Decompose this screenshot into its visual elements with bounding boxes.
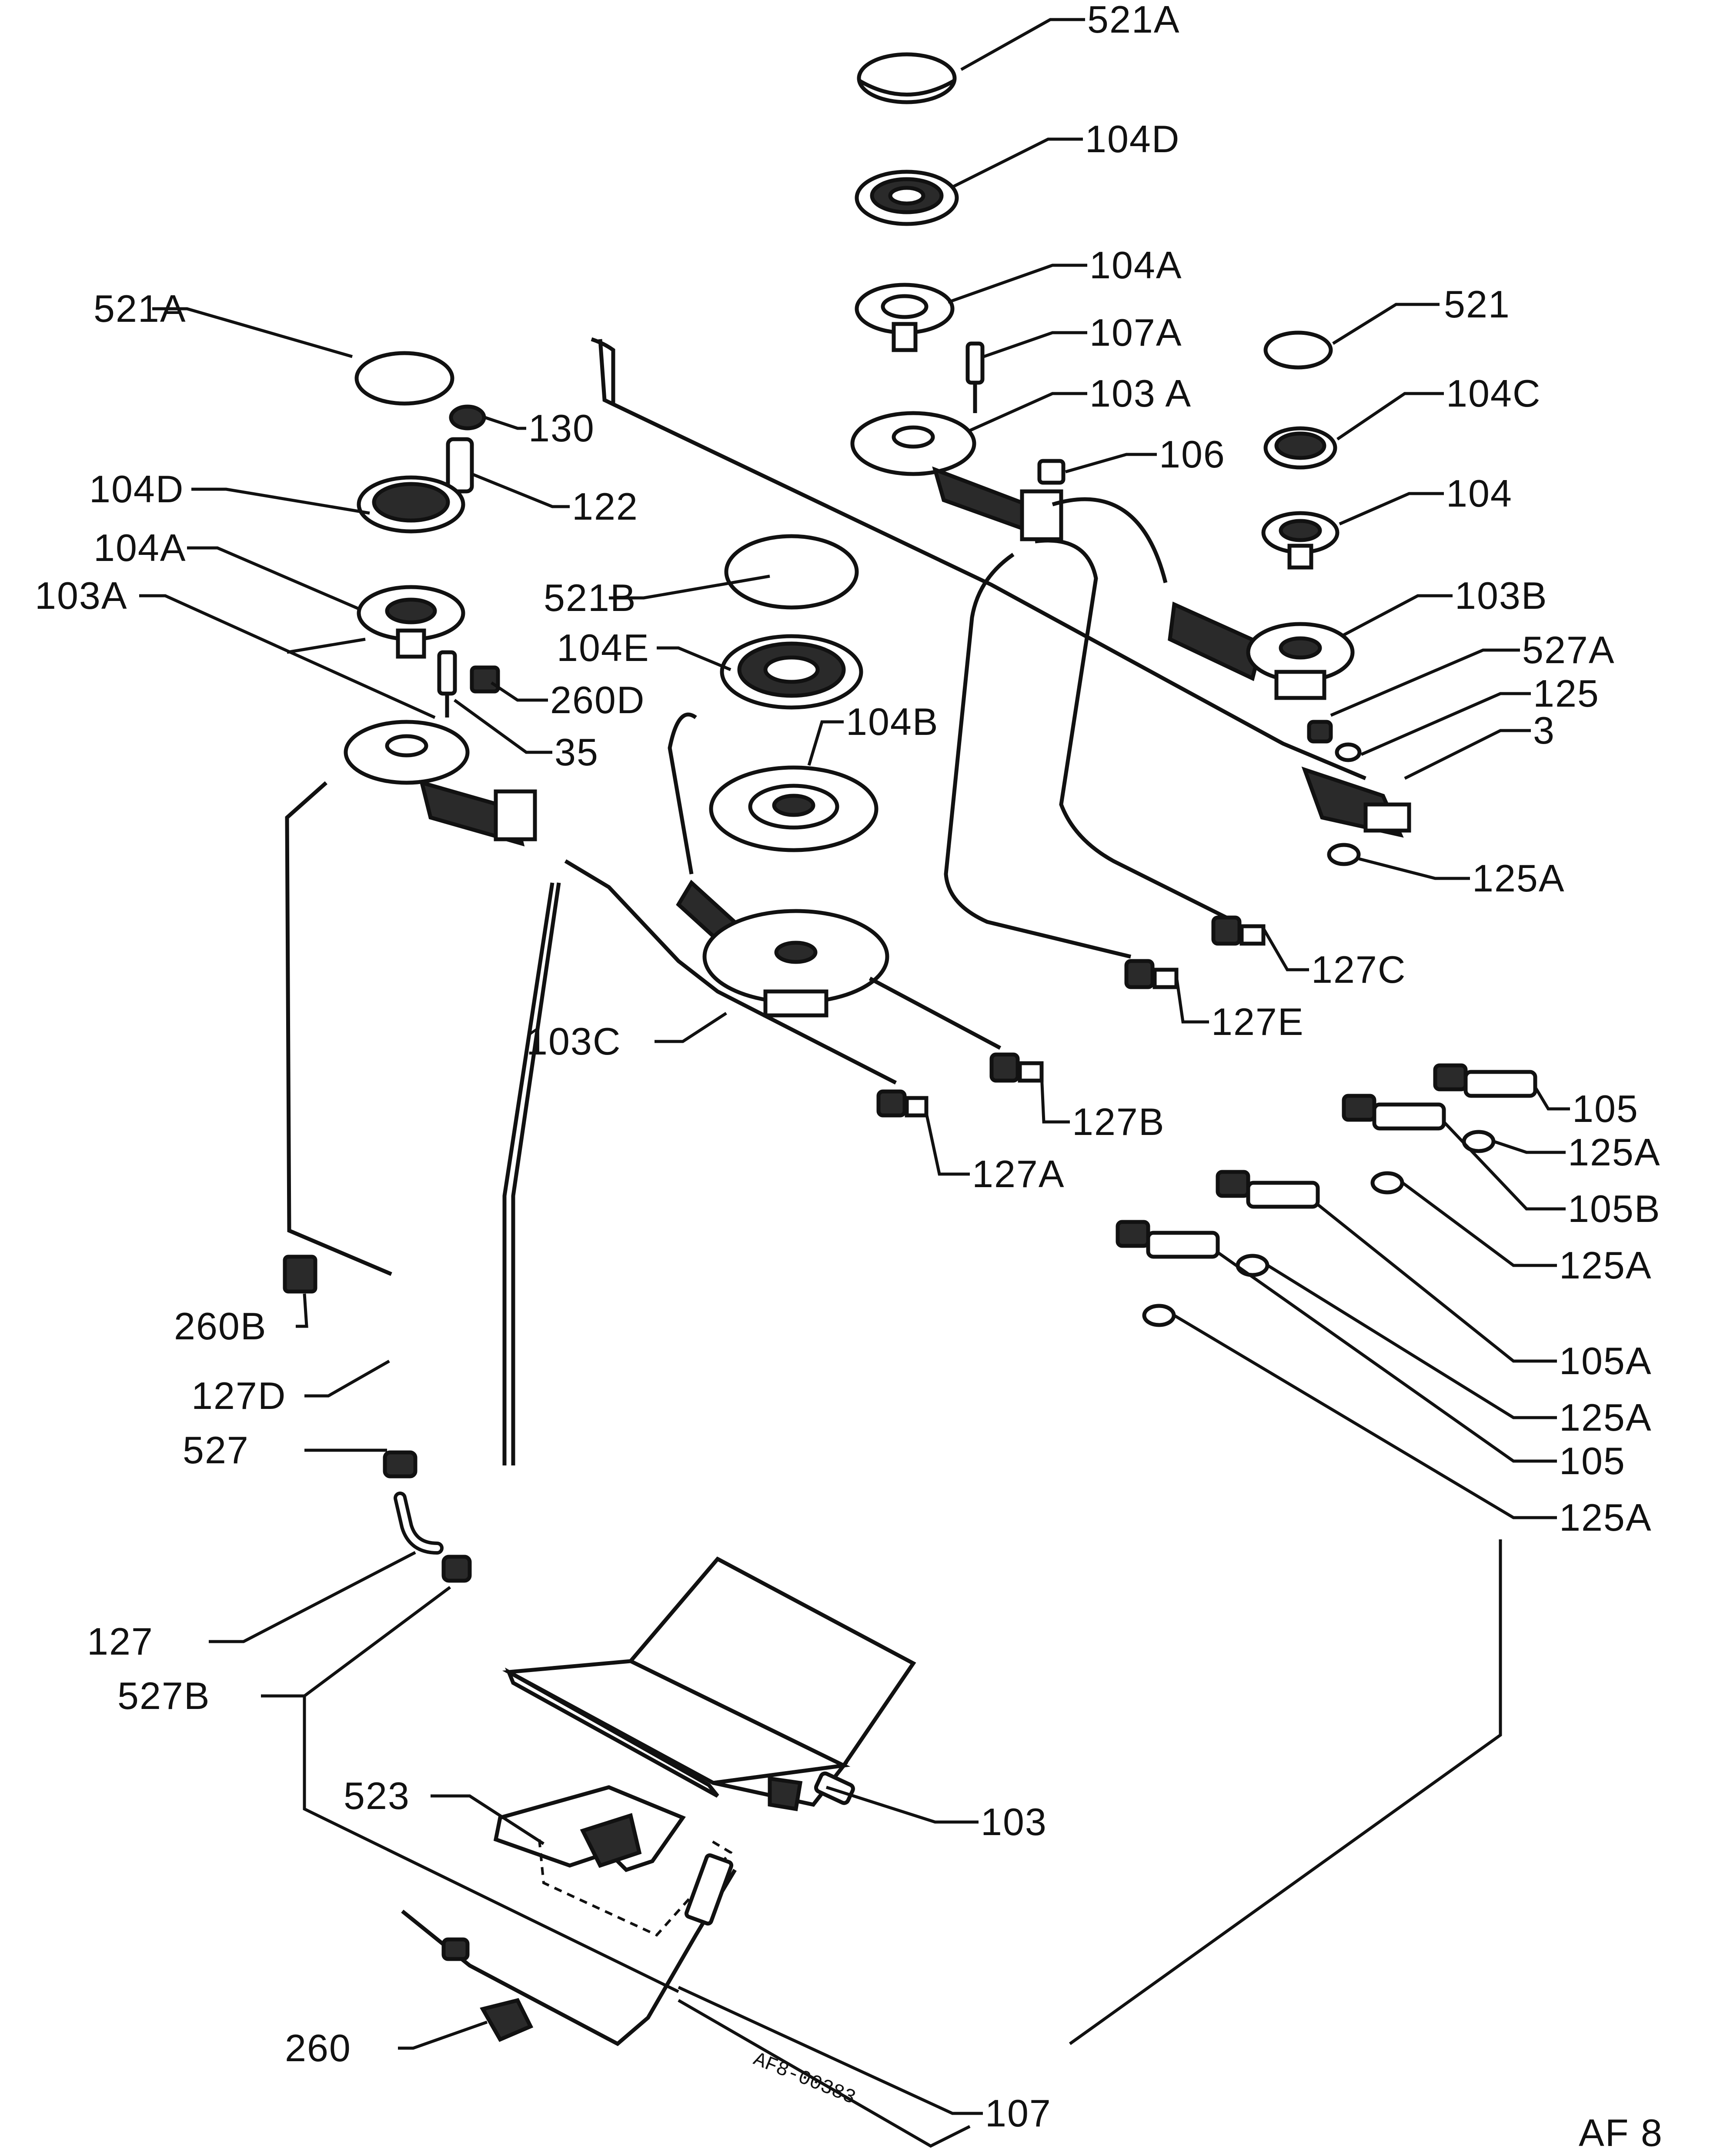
label-105a: 105A — [1559, 1339, 1652, 1382]
nut-527a — [1307, 720, 1333, 744]
label-260d: 260D — [550, 678, 645, 721]
washer-125 — [1335, 742, 1362, 762]
label-106: 106 — [1159, 433, 1226, 476]
label-35: 35 — [555, 731, 599, 774]
label-104a-top: 104A — [1089, 244, 1183, 287]
label-527b: 527B — [117, 1674, 210, 1717]
nozzle-106 — [1037, 459, 1066, 485]
label-130: 130 — [528, 407, 595, 450]
label-105-1: 105 — [1572, 1087, 1639, 1130]
label-3: 3 — [1533, 709, 1555, 752]
label-125: 125 — [1533, 672, 1600, 715]
label-107: 107 — [985, 2092, 1052, 2135]
bush-130 — [449, 404, 486, 431]
crown-104d-top — [855, 170, 959, 226]
elbow-127 — [394, 1492, 444, 1555]
label-104: 104 — [1446, 472, 1513, 515]
part-labels: 521A 104D 104A 107A 103 A 106 521 104C 1… — [35, 0, 1663, 2154]
label-104b: 104B — [846, 700, 939, 743]
label-104d-left: 104D — [89, 467, 184, 511]
burner-body-103c — [676, 879, 889, 1018]
burner-head-104a-top — [855, 283, 955, 352]
label-103c: 103C — [526, 1020, 621, 1063]
label-260b: 260B — [174, 1305, 267, 1348]
burner-head-104a-left — [357, 585, 465, 659]
cap-521a-left — [354, 351, 454, 406]
label-125a-3: 125A — [1559, 1244, 1652, 1287]
washer-125a-4 — [1236, 1254, 1269, 1277]
clip-260 — [480, 1998, 534, 2042]
label-127e: 127E — [1211, 1000, 1304, 1043]
leader-lines — [139, 18, 1570, 2148]
cap-521 — [1263, 330, 1333, 370]
clip-260b — [283, 1255, 317, 1294]
label-260: 260 — [285, 2026, 351, 2069]
injector-105-1 — [1433, 1063, 1537, 1098]
label-125a-5: 125A — [1559, 1496, 1652, 1539]
label-107a: 107A — [1089, 311, 1183, 354]
label-127b: 127B — [1072, 1100, 1165, 1143]
label-127a: 127A — [972, 1152, 1065, 1195]
pipe-fitting-127e — [1124, 959, 1179, 989]
injector-105a — [1216, 1170, 1320, 1209]
label-125a-4: 125A — [1559, 1396, 1652, 1439]
label-125a-2: 125A — [1568, 1131, 1661, 1174]
crown-104d-left — [357, 475, 465, 534]
burner-head-104b — [709, 765, 879, 852]
screw-122 — [446, 437, 474, 494]
label-523: 523 — [344, 1774, 410, 1817]
label-521a-top: 521A — [1087, 0, 1180, 41]
burner-body-103b — [1168, 601, 1355, 700]
drawing-code: AF8-00383 — [750, 2048, 859, 2109]
label-127: 127 — [87, 1620, 154, 1663]
label-103b: 103B — [1455, 574, 1548, 617]
label-521a-left: 521A — [94, 287, 187, 330]
washer-125a-1 — [1327, 843, 1361, 866]
burner-head-104 — [1261, 511, 1340, 570]
cap-521a-top — [857, 52, 957, 104]
label-122: 122 — [572, 485, 638, 528]
label-521b: 521B — [544, 576, 637, 619]
label-103a-left: 103A — [35, 574, 128, 617]
burner-body-103a-top — [850, 411, 1063, 543]
label-104e: 104E — [557, 626, 650, 669]
pipe-fitting-127b — [989, 1052, 1044, 1083]
crown-104c — [1263, 426, 1337, 470]
washer-125a-3 — [1370, 1171, 1404, 1195]
label-103a-top: 103 A — [1089, 372, 1192, 415]
thermocouple-107 — [401, 1853, 737, 2046]
injector-105-2 — [1116, 1220, 1220, 1259]
label-104c: 104C — [1446, 372, 1541, 415]
nut-527 — [383, 1450, 418, 1478]
label-521: 521 — [1444, 283, 1510, 326]
nut-527b — [441, 1555, 472, 1583]
label-527a: 527A — [1522, 628, 1615, 671]
page-code: AF 8 — [1579, 2111, 1663, 2154]
label-105-2: 105 — [1559, 1439, 1626, 1482]
clip-260d — [470, 665, 500, 694]
crown-104e — [720, 634, 863, 710]
bracket-523 — [493, 1785, 733, 1937]
electrode-35 — [437, 650, 457, 718]
pipe-fitting-127a — [876, 1089, 929, 1118]
pipe-fitting-127c — [1211, 915, 1266, 946]
valve-3 — [1301, 766, 1411, 838]
label-125a-1: 125A — [1472, 857, 1565, 900]
label-103: 103 — [981, 1800, 1047, 1843]
label-105b: 105B — [1568, 1187, 1661, 1230]
burner-tray-103 — [502, 1556, 916, 1812]
burner-body-103a-left — [344, 720, 537, 847]
label-104a-left: 104A — [94, 526, 187, 569]
label-527: 527 — [183, 1428, 249, 1472]
label-127d: 127D — [191, 1374, 286, 1417]
washer-125a-5 — [1142, 1304, 1176, 1327]
injector-105b — [1342, 1094, 1446, 1131]
cap-521b — [724, 534, 859, 610]
label-127c: 127C — [1311, 948, 1406, 991]
electrode-107a — [965, 341, 985, 413]
label-104d-top: 104D — [1085, 117, 1180, 160]
gas-pipes — [285, 337, 1366, 1465]
